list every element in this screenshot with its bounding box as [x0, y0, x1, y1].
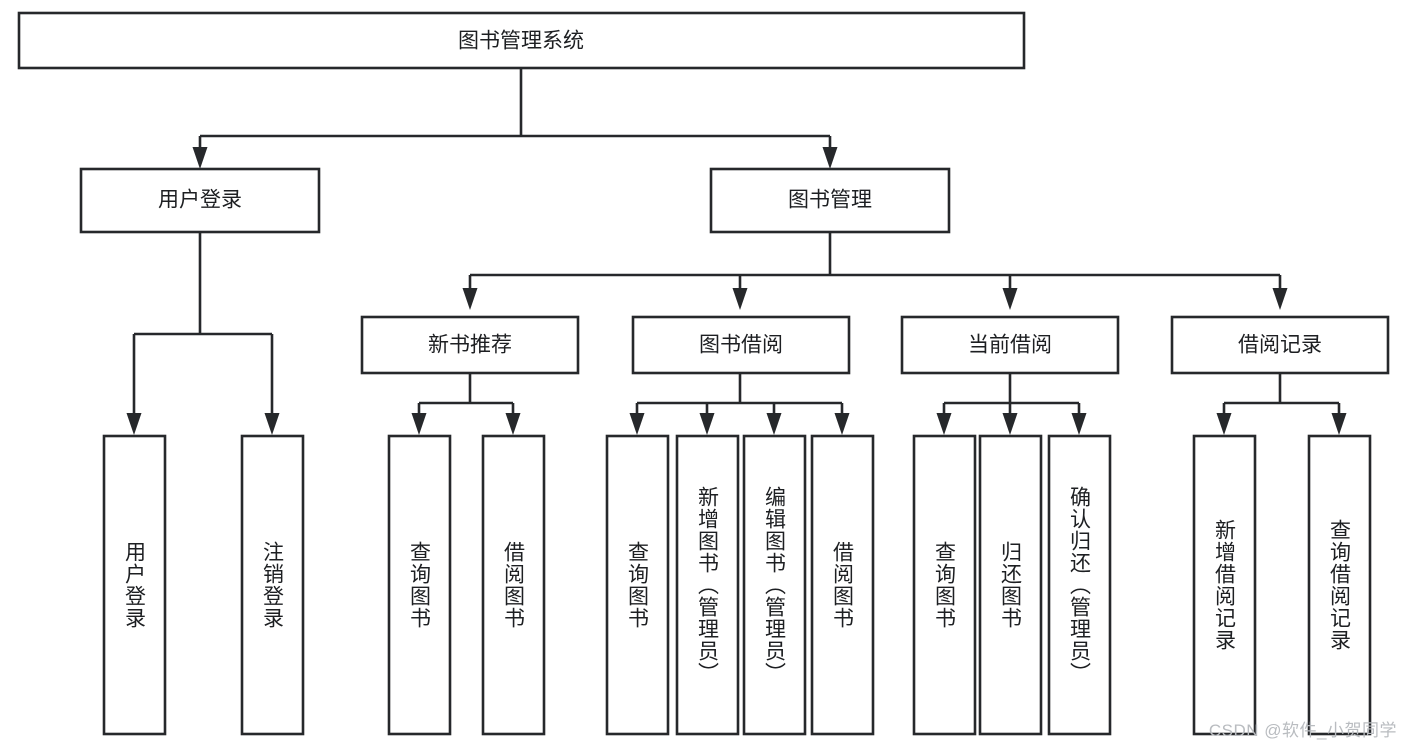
node-leaf-edit-book[interactable]: 编辑图书（管理员） — [742, 434, 807, 736]
node-leaf-borrow-book-2-label: 借阅图书 — [831, 541, 855, 629]
arrow-leaf-borrow-book-2 — [834, 413, 850, 435]
node-leaf-return-book-label: 归还图书 — [999, 541, 1023, 629]
arrow-to-new-book-recommend — [462, 288, 478, 310]
arrow-leaf-query-book-2 — [629, 413, 645, 435]
node-leaf-borrow-book-2-box[interactable] — [810, 434, 875, 736]
node-book-manage-box[interactable] — [709, 167, 951, 234]
node-current-borrow-label: 当前借阅 — [968, 334, 1052, 357]
arrow-leaf-add-book — [699, 413, 715, 435]
node-current-borrow-box[interactable] — [900, 315, 1120, 375]
node-leaf-borrow-book-2[interactable]: 借阅图书 — [810, 434, 875, 736]
node-leaf-edit-book-box[interactable] — [742, 434, 807, 736]
node-leaf-query-book-1-box[interactable] — [387, 434, 452, 736]
arrow-leaf-edit-book — [766, 413, 782, 435]
node-leaf-add-book[interactable]: 新增图书（管理员） — [675, 434, 740, 736]
node-leaf-borrow-book-1-box[interactable] — [481, 434, 546, 736]
node-user-login-label: 用户登录 — [158, 189, 242, 212]
connector-group-current-borrow — [936, 373, 1087, 435]
node-root[interactable]: 图书管理系统 — [17, 11, 1026, 70]
node-book-manage[interactable]: 图书管理 — [709, 167, 951, 234]
connector-group-new-book-recommend — [411, 373, 521, 435]
arrow-leaf-logout-login — [264, 413, 280, 435]
arrow-to-current-borrow — [1002, 288, 1018, 310]
arrow-leaf-query-book-3 — [936, 413, 952, 435]
connector-group-user-login — [126, 232, 280, 435]
node-leaf-confirm-return-box[interactable] — [1047, 434, 1112, 736]
node-book-borrow-box[interactable] — [631, 315, 851, 375]
node-leaf-borrow-book-1[interactable]: 借阅图书 — [481, 434, 546, 736]
node-leaf-add-book-label: 新增图书（管理员） — [696, 486, 720, 684]
connector-group-book-borrow — [629, 373, 850, 435]
arrow-leaf-query-record — [1331, 413, 1347, 435]
node-borrow-record-label: 借阅记录 — [1238, 334, 1322, 357]
node-leaf-query-book-3[interactable]: 查询图书 — [912, 434, 977, 736]
node-leaf-logout-login[interactable]: 注销登录 — [240, 434, 305, 736]
node-leaf-add-record[interactable]: 新增借阅记录 — [1192, 434, 1257, 736]
node-book-borrow[interactable]: 图书借阅 — [631, 315, 851, 375]
node-leaf-query-record[interactable]: 查询借阅记录 — [1307, 434, 1372, 736]
node-root-box[interactable] — [17, 11, 1026, 70]
connector-group-borrow-record — [1216, 373, 1347, 435]
node-root-label: 图书管理系统 — [458, 30, 584, 53]
node-leaf-user-login-label: 用户登录 — [123, 541, 147, 629]
node-user-login[interactable]: 用户登录 — [79, 167, 321, 234]
node-leaf-query-book-2-label: 查询图书 — [626, 541, 650, 629]
connector-group-root — [192, 68, 838, 169]
node-book-manage-label: 图书管理 — [788, 189, 872, 212]
node-leaf-query-book-3-label: 查询图书 — [933, 541, 957, 629]
node-leaf-add-record-label: 新增借阅记录 — [1213, 519, 1237, 651]
node-current-borrow[interactable]: 当前借阅 — [900, 315, 1120, 375]
node-leaf-logout-login-box[interactable] — [240, 434, 305, 736]
node-borrow-record[interactable]: 借阅记录 — [1170, 315, 1390, 375]
node-leaf-query-book-2-box[interactable] — [605, 434, 670, 736]
arrow-leaf-confirm-return — [1071, 413, 1087, 435]
arrow-leaf-query-book-1 — [411, 413, 427, 435]
node-leaf-query-record-label: 查询借阅记录 — [1328, 519, 1352, 651]
node-leaf-query-book-1[interactable]: 查询图书 — [387, 434, 452, 736]
node-leaf-edit-book-label: 编辑图书（管理员） — [763, 486, 787, 684]
node-borrow-record-box[interactable] — [1170, 315, 1390, 375]
node-leaf-confirm-return-label: 确认归还（管理员） — [1068, 486, 1092, 684]
node-leaf-add-record-box[interactable] — [1192, 434, 1257, 736]
arrow-leaf-user-login — [126, 413, 142, 435]
node-leaf-add-book-box[interactable] — [675, 434, 740, 736]
node-leaf-return-book[interactable]: 归还图书 — [978, 434, 1043, 736]
arrow-to-borrow-record — [1272, 288, 1288, 310]
connector-group-book-manage — [462, 232, 1288, 310]
node-new-book-recommend[interactable]: 新书推荐 — [360, 315, 580, 375]
arrow-to-user-login — [192, 147, 208, 169]
node-leaf-query-book-2[interactable]: 查询图书 — [605, 434, 670, 736]
node-leaf-user-login-box[interactable] — [102, 434, 167, 736]
node-leaf-borrow-book-1-label: 借阅图书 — [502, 541, 526, 629]
arrow-to-book-borrow — [732, 288, 748, 310]
arrow-to-book-manage — [822, 147, 838, 169]
node-leaf-confirm-return[interactable]: 确认归还（管理员） — [1047, 434, 1112, 736]
node-book-borrow-label: 图书借阅 — [699, 334, 783, 357]
node-leaf-query-book-1-label: 查询图书 — [408, 541, 432, 629]
node-user-login-box[interactable] — [79, 167, 321, 234]
node-leaf-logout-login-label: 注销登录 — [261, 541, 285, 629]
node-new-book-recommend-box[interactable] — [360, 315, 580, 375]
node-new-book-recommend-label: 新书推荐 — [428, 334, 512, 357]
node-leaf-return-book-box[interactable] — [978, 434, 1043, 736]
arrow-leaf-borrow-book-1 — [505, 413, 521, 435]
node-leaf-query-record-box[interactable] — [1307, 434, 1372, 736]
node-leaf-user-login[interactable]: 用户登录 — [102, 434, 167, 736]
node-leaf-query-book-3-box[interactable] — [912, 434, 977, 736]
csdn-watermark: CSDN @软件_小贺同学 — [1208, 721, 1397, 740]
arrow-leaf-add-record — [1216, 413, 1232, 435]
arrow-leaf-return-book — [1002, 413, 1018, 435]
